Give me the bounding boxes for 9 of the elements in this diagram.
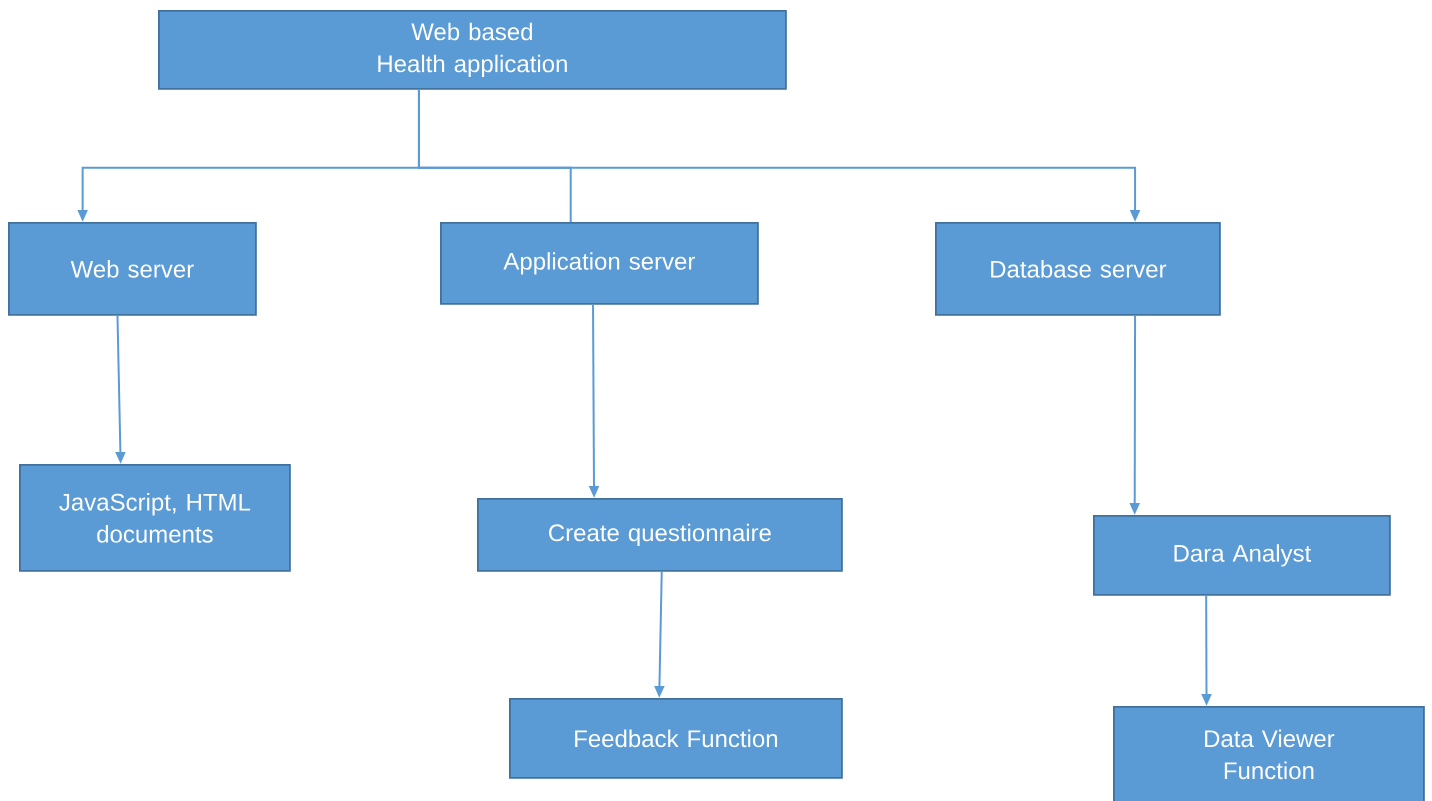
process-box: Web based Health application: [158, 10, 787, 90]
process-box: Application server: [440, 222, 759, 305]
process-box: Dara Analyst: [1093, 515, 1391, 596]
process-box: Feedback Function: [509, 698, 843, 779]
process-box: Create questionnaire: [477, 498, 843, 572]
process-box: Data Viewer Function: [1113, 706, 1425, 801]
process-box: Database server: [935, 222, 1221, 316]
process-box: Web server: [8, 222, 257, 316]
process-box: JavaScript, HTML documents: [19, 464, 291, 572]
